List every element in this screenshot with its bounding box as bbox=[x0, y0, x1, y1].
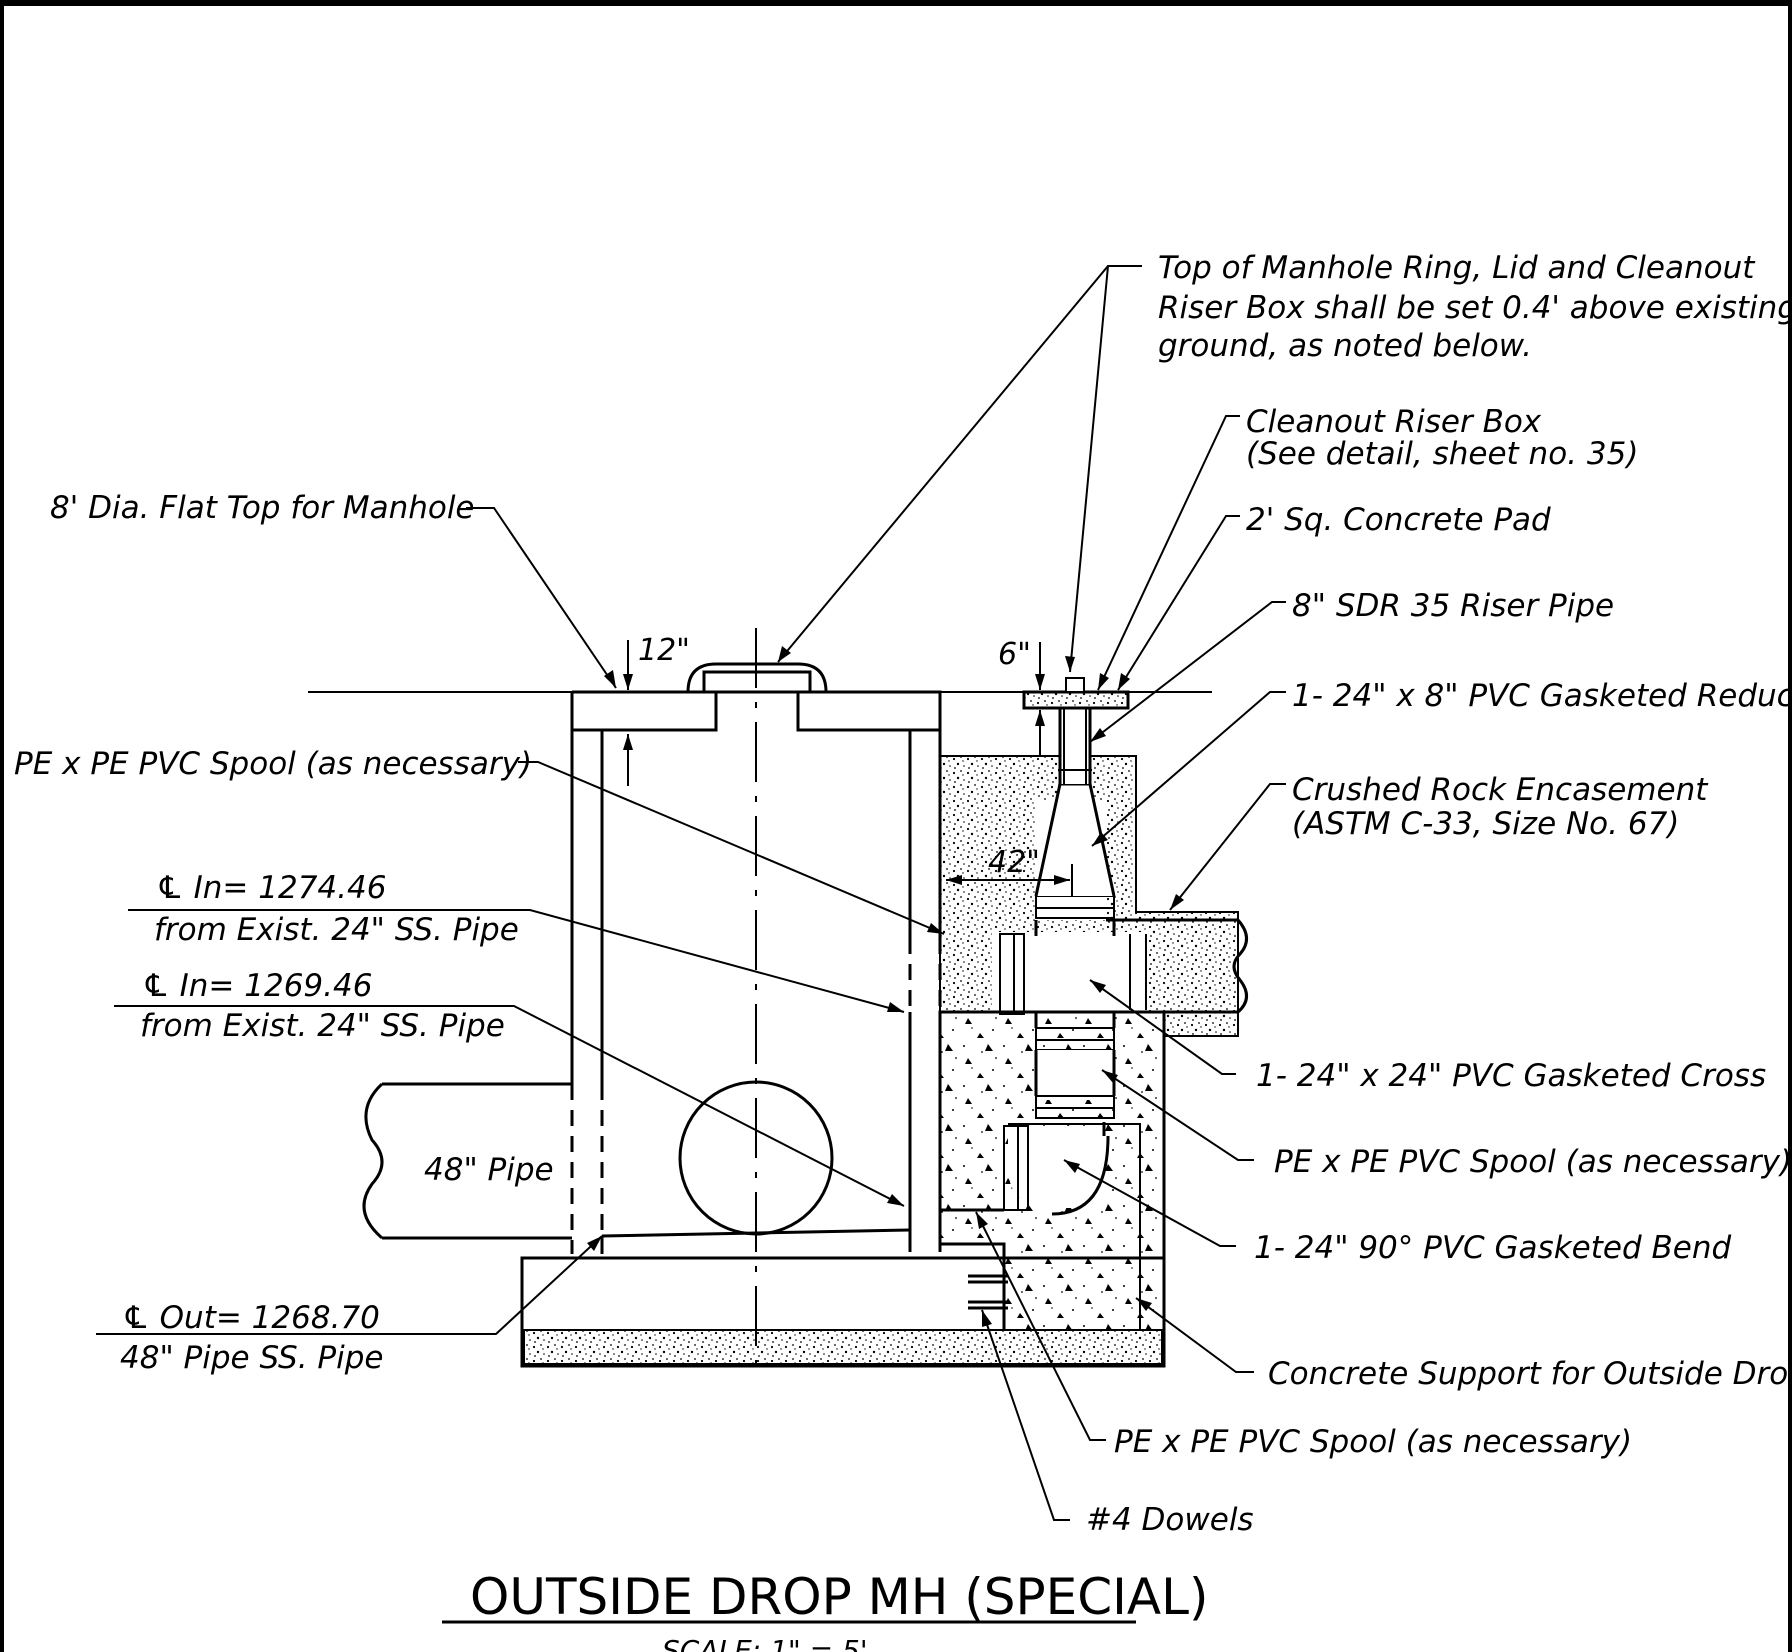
dowels bbox=[968, 1274, 1008, 1310]
crushed-rock-label-line2: (ASTM C-33, Size No. 67) bbox=[1292, 806, 1679, 842]
cross-opening bbox=[992, 932, 1148, 1016]
cleanout-label-line2: (See detail, sheet no. 35) bbox=[1246, 436, 1638, 472]
invert-out-line2: 48" Pipe SS. Pipe bbox=[120, 1340, 384, 1376]
arrowhead bbox=[778, 646, 791, 662]
dimensions bbox=[623, 640, 1073, 896]
top-ring-note-line2: Riser Box shall be set 0.4' above existi… bbox=[1158, 290, 1792, 326]
drop-assembly bbox=[940, 677, 1130, 1212]
reducer-label: 1- 24" x 8" PVC Gasketed Reducer bbox=[1292, 678, 1792, 714]
pad-height-dim: 6" bbox=[998, 637, 1031, 672]
flat-top-label: 8' Dia. Flat Top for Manhole bbox=[50, 490, 475, 526]
spool-right-label: PE x PE PVC Spool (as necessary) bbox=[1274, 1144, 1792, 1180]
invert-in-2-line1: ℄ In= 1269.46 bbox=[142, 968, 372, 1004]
bend-24-90 bbox=[1008, 1126, 1104, 1208]
concrete-pad bbox=[1022, 690, 1130, 710]
manhole bbox=[520, 662, 1166, 1368]
concrete-pad-label: 2' Sq. Concrete Pad bbox=[1246, 502, 1551, 538]
top-ring-note-line3: ground, as noted below. bbox=[1158, 328, 1532, 364]
inlet-pipe-24 bbox=[1106, 918, 1248, 1014]
drawing-scale: SCALE: 1" = 5' bbox=[662, 1634, 868, 1652]
drawing-title: OUTSIDE DROP MH (SPECIAL) bbox=[470, 1568, 1208, 1626]
spool-bottom-label: PE x PE PVC Spool (as necessary) bbox=[1114, 1424, 1632, 1460]
lid-thickness-dim: 12" bbox=[638, 633, 690, 668]
invert-in-1-line1: ℄ In= 1274.46 bbox=[156, 870, 386, 906]
top-ring-note-line1: Top of Manhole Ring, Lid and Cleanout bbox=[1158, 250, 1756, 286]
spool-left-label: PE x PE PVC Spool (as necessary) bbox=[14, 746, 532, 782]
invert-out-line1: ℄ Out= 1268.70 bbox=[122, 1300, 380, 1336]
riser-pipe-label: 8" SDR 35 Riser Pipe bbox=[1292, 588, 1614, 624]
cross-label: 1- 24" x 24" PVC Gasketed Cross bbox=[1256, 1058, 1766, 1094]
cleanout-label-line1: Cleanout Riser Box bbox=[1246, 404, 1542, 440]
pipe-48-label: 48" Pipe bbox=[424, 1152, 554, 1188]
invert-in-1-line2: from Exist. 24" SS. Pipe bbox=[154, 912, 519, 948]
invert-in-2-line2: from Exist. 24" SS. Pipe bbox=[140, 1008, 505, 1044]
crushed-rock-label-line1: Crushed Rock Encasement bbox=[1292, 772, 1709, 808]
drop-width-dim: 42" bbox=[988, 845, 1040, 880]
cleanout-cap bbox=[1065, 677, 1085, 693]
dowels-label: #4 Dowels bbox=[1086, 1502, 1254, 1538]
leader-lines bbox=[96, 265, 1286, 1521]
concrete-support-label: Concrete Support for Outside Drop bbox=[1268, 1356, 1792, 1392]
outlet-pipe-48 bbox=[362, 1082, 572, 1240]
bend-label: 1- 24" 90° PVC Gasketed Bend bbox=[1254, 1230, 1731, 1266]
